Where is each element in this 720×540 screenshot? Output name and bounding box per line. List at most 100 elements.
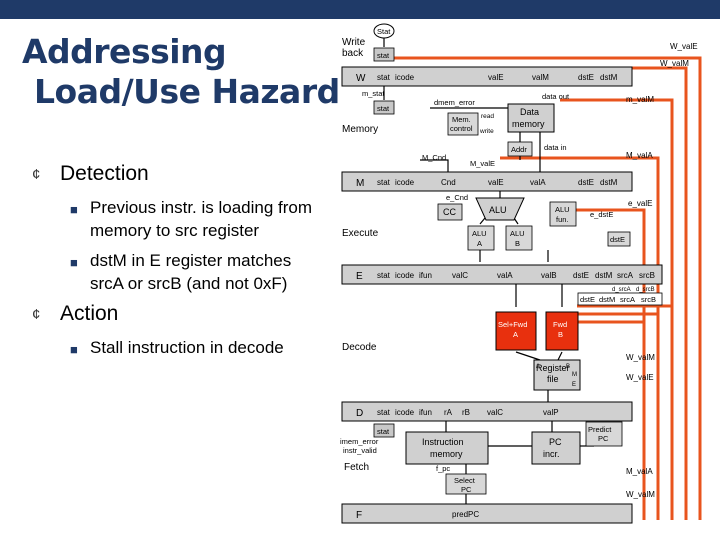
stat-output-label: Stat [377,27,391,36]
e-field-vala: valA [497,271,513,280]
w-register: W stat icode valE valM dstE dstM [341,66,633,87]
slide-title: Addressing Load/Use Hazard [22,32,340,112]
e-field-dste: dstE [573,271,589,280]
top-title-bar [0,0,720,19]
data-memory-label-1: Data [520,107,539,117]
alu-a-label-1: ALU [472,229,487,238]
stage-label-decode: Decode [342,342,377,353]
dste-label: dstE [610,235,625,244]
stat-output-oval [373,23,395,39]
stat-mem-label: stat [377,104,390,113]
stage-label-fetch: Fetch [344,462,369,473]
d-reg-name: D [356,408,363,419]
signal-e-vale: e_valE [628,199,652,208]
slide-title-line2: Load/Use Hazard [34,72,340,111]
predict-pc-label-2: PC [598,434,609,443]
register-file-label-1: Register [536,363,570,373]
m-reg-name: M [356,178,364,189]
select-pc-label-1: Select [454,476,476,485]
select-pc-label-2: PC [461,485,472,494]
alu-a-box [467,225,495,251]
port-e: E [572,382,576,388]
m-field-vala: valA [530,178,546,187]
stat-mem-box [373,100,395,115]
signal-read: read [481,113,494,120]
data-memory-box [507,103,555,133]
pc-incr-label-1: PC [549,437,562,447]
w-field-dste: dstE [578,73,594,82]
signal-e-cnd: e_Cnd [446,193,468,202]
e-field-valb: valB [541,271,557,280]
forwarding-wires [392,56,702,520]
sub-bullet-dstm-match: ■ dstM in E register matches srcA or src… [70,249,291,295]
wire-mcnd [420,159,449,172]
signal-dmem-error: dmem_error [434,98,475,107]
port-m: M [572,372,577,378]
alu-label: ALU [489,205,507,215]
sel-fwd-a-label-1: Sel+Fwd [498,320,527,329]
bullet-ring-icon: ¢ [32,305,41,323]
alu-fun-label-1: ALU [555,205,570,214]
register-file-box [533,359,581,391]
signal-w-vale: W_valE [670,42,698,51]
sub-bullet-line: Previous instr. is loading from [90,198,313,217]
instruction-memory-label-1: Instruction [422,437,464,447]
fwd-b-box [545,311,579,351]
signal-m-cnd: M_Cnd [422,153,446,162]
stat-fetch-box [373,423,395,438]
alu-b-box [505,225,533,251]
w-field-dstm: dstM [600,73,618,82]
stage-label-write-back-2: back [342,48,364,59]
e-field-stat: stat [377,271,391,280]
predict-pc-label-1: Predict [588,425,612,434]
d-field-icode: icode [395,408,415,417]
cc-box [437,203,463,221]
slide-title-line1: Addressing [22,32,227,71]
signal-m-vala: M_valA [626,151,653,160]
e-field-srcb: srcB [639,271,655,280]
signal-d-srca: d_srcA [612,287,631,293]
e-field-valc: valC [452,271,468,280]
bullet-ring-icon: ¢ [32,165,41,183]
m-field-cnd: Cnd [441,178,456,187]
mem-control-label-1: Mem. [452,115,471,124]
alu-a-label-2: A [477,239,482,248]
bullet-detection-label: Detection [60,162,149,185]
signal-data-out: data out [542,92,570,101]
m-field-dste: dstE [578,178,594,187]
wire-w-vale [392,56,702,520]
signal-m-vala-2: M_valA [626,467,653,476]
sub-bullet-line: srcA or srcB (and not 0xF) [90,274,288,293]
instruction-memory-box [405,431,489,465]
wire-regfile-B [557,351,563,361]
signal-w-vale-2: W_valE [626,373,654,382]
f-reg-name: F [356,510,362,521]
square-bullet-icon: ■ [70,255,78,270]
stat-wb-label: stat [377,51,390,60]
w-field-icode: icode [395,73,415,82]
pc-incr-label-2: incr. [543,449,560,459]
port-b: B [566,364,570,370]
compare-dste: dstE [580,295,595,304]
e-field-icode: icode [395,271,415,280]
signal-imem-error: imem_error [340,437,379,446]
register-file-label-2: file [547,374,559,384]
hazard-compare-row: dstE dstM srcA srcB d_srcA d_srcB [577,287,663,306]
select-pc-box [445,473,487,495]
f-field-predpc: predPC [452,510,479,519]
signal-data-in: data in [544,143,567,152]
d-field-stat: stat [377,408,391,417]
w-field-valm: valM [532,73,549,82]
bullet-detection: ¢ Detection [32,162,149,186]
addr-label: Addr [511,145,527,154]
sub-bullet-line: Stall instruction in decode [90,338,284,357]
bullet-action: ¢ Action [32,302,118,326]
compare-dstm: dstM [599,295,615,304]
signal-write: write [479,128,494,135]
m-register: M stat icode Cnd valE valA dstE dstM [341,171,633,192]
alu-fun-box [549,201,577,227]
wire-regfile-A [515,351,541,361]
d-register: D stat icode ifun rA rB valC valP [341,401,633,422]
signal-e-dste: e_dstE [590,210,613,219]
e-reg-name: E [356,271,363,282]
